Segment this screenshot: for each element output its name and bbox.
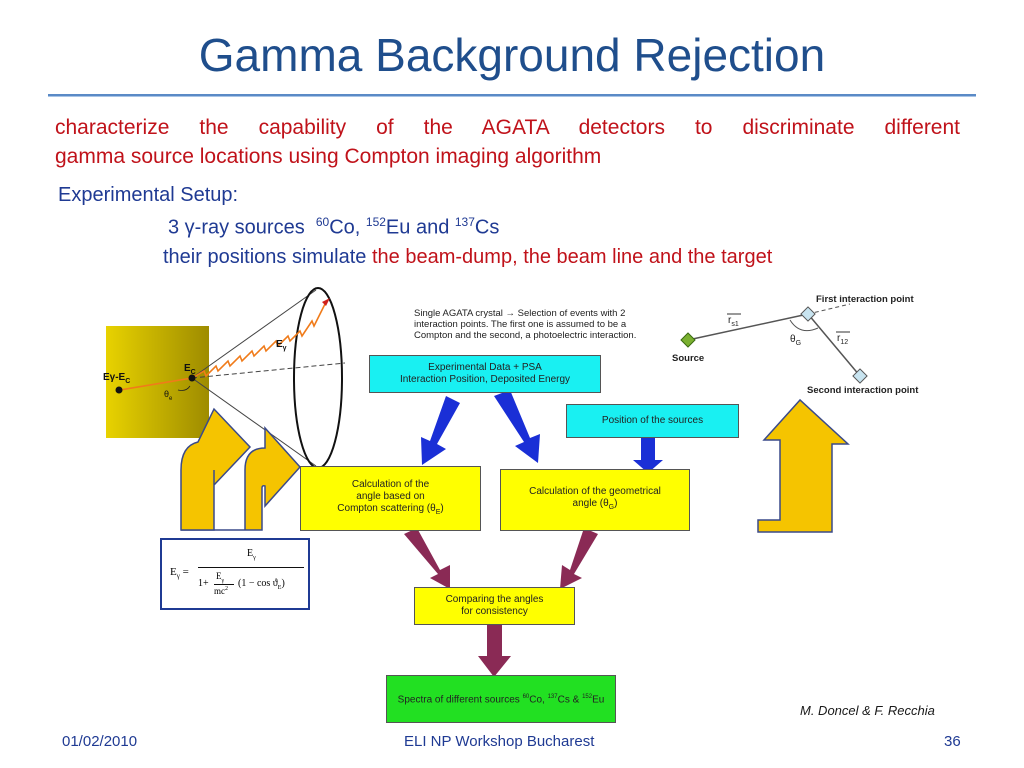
first-to-second-line [807,313,861,377]
purple-arrow-down [478,625,511,677]
box-geometric-angle: Calculation of the geometrical angle (θG… [500,469,690,531]
geo-theta-label: θG [790,334,802,347]
cone-edge-upper [191,289,317,379]
co-mass: 60 [315,215,330,229]
goal-text: characterize the capability of the AGATA… [55,113,960,171]
box-geom-line-1: Calculation of the geometrical [529,486,661,497]
gamma-ray [193,301,327,378]
footer-page-number: 36 [944,733,961,750]
cone-axis [191,362,346,379]
box-data-line-2: Interaction Position, Deposited Energy [399,374,571,385]
positions-prefix: their positions simulate [163,246,367,268]
formula-tail: (1 − cos ϑE) [238,578,285,591]
box-compare-line-1: Comparing the angles [445,594,544,605]
co-symbol: Co, [329,216,361,239]
cone-edge-lower [191,377,317,467]
geo-source-label: Source [672,353,705,364]
goal-line-1: characterize the capability of the AGATA… [55,116,960,139]
photo-point [115,386,123,394]
box-data-line-1: Experimental Data + PSA [428,362,542,373]
cone-label-ec: EC [184,363,196,376]
box-compton-angle: Calculation of the angle based on Compto… [300,466,481,531]
cs-mass: 137 [454,215,475,229]
cone-label-theta: θe [164,389,173,402]
geo-r12-label: r12 [837,333,849,346]
eu-mass: 152 [365,215,386,229]
sources-prefix: 3 γ-ray sources [168,216,305,239]
cs-symbol: Cs [474,216,500,239]
geo-rs1-label: rs1 [728,315,739,328]
box-sources-position: Position of the sources [566,404,739,438]
goal-line-2: gamma source locations using Compton ima… [55,145,602,168]
footer-date: 01/02/2010 [62,733,138,750]
first-point-marker [800,306,816,322]
purple-arrow-right [560,528,598,589]
incoming-gamma [119,377,193,391]
box-compton-line-1: Calculation of the [351,478,430,490]
box-experimental-data: Experimental Data + PSA Interaction Posi… [369,355,601,393]
cone-base [293,287,343,469]
setup-heading: Experimental Setup: [58,184,239,206]
detector-crystal [106,326,209,438]
geo-first-label: First interaction point [816,294,914,305]
footer-event: ELI NP Workshop Bucharest [404,733,595,750]
extension-line [807,303,851,315]
source-marker [680,332,696,348]
author-credit: M. Doncel & F. Recchia [800,703,935,718]
blue-arrow-down [633,438,663,473]
formula-lhs: Eγ = [170,566,189,581]
cone-label-left: Eγ-EC [103,372,131,385]
formula-one: 1+ [198,578,209,589]
compton-formula: Eγ = Eγ 1+ Eγ mc2 (1 − cos ϑE) [160,538,310,610]
box-compton-line-2: angle based on [356,490,425,502]
box-compare-line-2: for consistency [461,606,528,617]
blue-arrow-right [494,390,540,463]
right-curved-arrow [757,398,850,533]
compton-point [188,374,196,382]
box-compton-line-3: Compton scattering (θE) [337,502,444,516]
eu-symbol: Eu and [385,216,450,239]
purple-arrow-left [404,528,450,589]
theta-g-arc [789,319,819,332]
box-spectra: Spectra of different sources 60Co, 137Cs… [386,675,616,723]
positions-line: their positions simulate the beam-dump, … [163,246,772,269]
box-compare-angles: Comparing the angles for consistency [414,587,575,625]
formula-numerator: Eγ [247,548,256,561]
geo-second-label: Second interaction point [807,385,919,396]
positions-highlight: the beam-dump, the beam line and the tar… [372,246,773,268]
formula-frac-bar [214,584,234,585]
blue-arrow-left [421,396,460,465]
slide-title: Gamma Background Rejection [198,29,826,81]
formula-main-bar [198,567,304,568]
cone-label-eg: Eγ [276,339,287,352]
ray-end-marker [322,298,330,306]
source-to-first-line [687,313,809,341]
title-divider [48,94,976,97]
box-spectra-text: Spectra of different sources 60Co, 137Cs… [397,694,605,706]
theta-arc [177,385,191,391]
crystal-note: Single AGATA crystal → Selection of even… [414,308,637,341]
left-curved-arrow-head [180,407,252,531]
formula-frac-num: Eγ [216,571,225,584]
formula-frac-den: mc2 [214,586,228,596]
second-point-marker [852,368,868,384]
sources-line: 3 γ-ray sources 60Co, 152Eu and 137Cs [168,215,499,240]
box-geom-line-2: angle (θG) [572,498,618,511]
